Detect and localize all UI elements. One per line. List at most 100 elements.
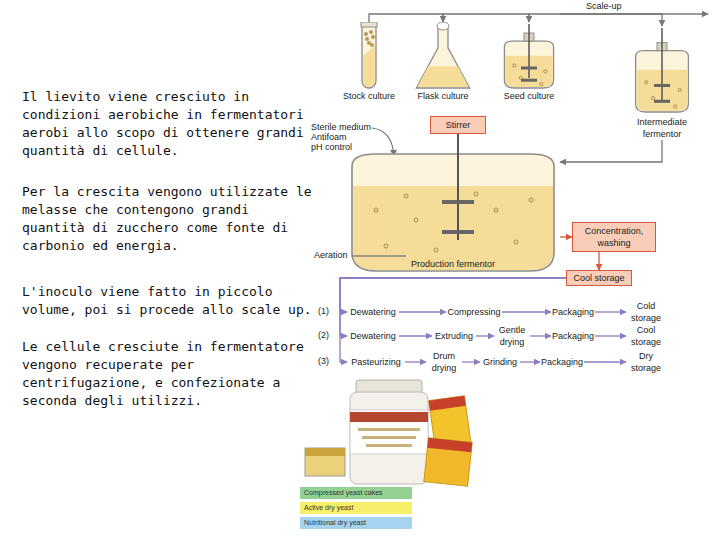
process-step: Cold storage [626, 300, 666, 324]
vessel-caption: Stock culture [335, 90, 403, 102]
node-text: Cool storage [626, 324, 666, 348]
vessel-caption: Flask culture [406, 90, 480, 102]
process-step: Gentle drying [494, 324, 530, 348]
process-step: Compressing [446, 306, 502, 318]
process-step: Cool storage [626, 324, 666, 348]
vessel-drawing [406, 22, 480, 102]
shaft [661, 28, 663, 102]
scale-up-label: Scale-up [586, 1, 622, 12]
label-line [362, 436, 416, 439]
culture-liquid [417, 66, 468, 87]
flow-connector [476, 335, 494, 336]
node-text: Packaging [552, 330, 594, 342]
node-text: Packaging [552, 306, 594, 318]
process-step: Packaging [551, 330, 595, 342]
flow-connector [340, 278, 566, 362]
tube-cap [361, 22, 377, 27]
scale-up-bar [560, 13, 708, 14]
process-step: Packaging [540, 356, 584, 368]
process-step: Grinding [480, 356, 520, 368]
feed-label: pH control [311, 142, 352, 153]
label-line [366, 444, 412, 447]
flow-connector [584, 361, 626, 362]
impeller [521, 66, 537, 69]
label-band [350, 412, 428, 422]
flow-connector [405, 361, 426, 362]
bubble [652, 97, 655, 100]
seed-vessel: Seed culture [488, 22, 570, 102]
impeller [654, 100, 670, 103]
node-text: Drum drying [426, 350, 462, 374]
process-step: Packaging [551, 306, 595, 318]
bottle-cap [356, 380, 422, 394]
bubble [374, 208, 378, 212]
process-step: Dry storage [626, 350, 666, 374]
bubble [519, 76, 522, 79]
vessel-caption: Production fermentor [346, 258, 560, 270]
node-text: Flask culture [406, 90, 480, 102]
node-text: Dewatering [350, 306, 396, 318]
bubble [674, 105, 677, 108]
node-text: Cool storage [573, 272, 624, 284]
fermentor-outline [352, 154, 554, 271]
bubble [540, 83, 543, 86]
vessel-drawing [488, 22, 570, 102]
process-step: Pasteurizing [347, 356, 405, 368]
node-text: Pasteurizing [351, 356, 401, 368]
impeller [654, 84, 670, 87]
node-text: Dry storage [626, 350, 666, 374]
flow-connector [529, 14, 662, 26]
stock-culture-tube: Stock culture [335, 22, 403, 102]
bubble [494, 208, 498, 212]
process-step: Dewatering [347, 306, 399, 318]
description-text: L'inoculo viene fatto in piccolo volume,… [22, 283, 314, 319]
shaft [528, 24, 530, 78]
colony [371, 35, 375, 39]
bubble [513, 64, 516, 67]
flow-connector [462, 361, 480, 362]
vessel-caption: Intermediate fermentor [618, 116, 706, 140]
colony [369, 30, 373, 34]
impeller [442, 230, 474, 234]
bubble [474, 192, 478, 196]
node-text: Grinding [483, 356, 517, 368]
packet-band [429, 396, 466, 411]
route-number: (1) [318, 306, 329, 317]
sparger [352, 255, 406, 257]
production-fermentor: Production fermentor [346, 150, 560, 274]
impeller [521, 79, 537, 82]
aeration-label: Aeration [314, 250, 348, 261]
description-text: Per la crescita vengono utilizzate le me… [22, 183, 314, 255]
agar-slant [363, 46, 375, 87]
flow-connector [443, 14, 529, 22]
node-text: Gentle drying [494, 324, 530, 348]
culture-flask: Flask culture [406, 22, 480, 102]
bubble [529, 198, 533, 202]
flow-connector [520, 361, 540, 362]
product-photo [305, 380, 472, 486]
yeast-box [305, 448, 345, 476]
vessel-drawing [346, 150, 560, 274]
flow-connector [598, 252, 599, 270]
yeast-packet [429, 396, 472, 451]
node-text: Seed culture [488, 90, 570, 102]
flow-connector [369, 14, 443, 22]
colony [364, 32, 368, 36]
yeast-packet [424, 438, 472, 486]
route-number: (2) [318, 330, 329, 341]
feed-label: Sterile medium [311, 122, 371, 133]
node-text: Dewatering [350, 330, 396, 342]
process-box: Concentration, washing [572, 222, 656, 252]
flow-connector [340, 278, 566, 336]
flow-connector [340, 278, 566, 312]
node-text: Cold storage [626, 300, 666, 324]
label-line [358, 428, 420, 431]
vessel-caption: Seed culture [488, 90, 570, 102]
stirrer-shaft [457, 134, 459, 152]
bottle-label [350, 410, 428, 454]
yeast-box-band [305, 448, 345, 456]
flow-connector [399, 335, 432, 336]
flow-connector [502, 311, 551, 312]
node-text: Stock culture [335, 90, 403, 102]
impeller [442, 200, 474, 204]
